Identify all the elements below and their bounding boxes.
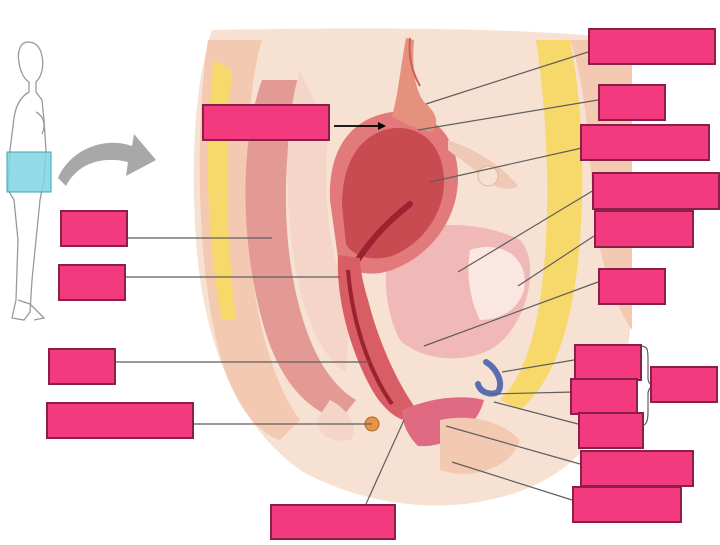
- leader-lines: [116, 51, 599, 505]
- label-box-10: [48, 348, 116, 385]
- label-box-14: [650, 366, 718, 403]
- label-box-17: [572, 486, 682, 523]
- pointer-arrowhead: [378, 122, 386, 130]
- label-box-3: [598, 84, 666, 121]
- body-silhouette-icon: [7, 41, 47, 321]
- arrow-icon: [58, 134, 156, 186]
- label-box-2: [588, 28, 716, 65]
- label-box-9: [58, 264, 126, 301]
- label-box-18: [270, 504, 396, 540]
- label-box-1: [202, 104, 330, 141]
- label-box-15: [578, 412, 644, 449]
- label-box-8: [60, 210, 128, 247]
- label-box-5: [592, 172, 720, 210]
- label-box-11: [46, 402, 194, 439]
- label-box-6: [594, 210, 694, 248]
- highlight-box: [6, 151, 52, 193]
- label-box-7: [598, 268, 666, 305]
- label-box-16: [580, 450, 694, 487]
- label-box-4: [580, 124, 710, 161]
- pelvic-section: [193, 28, 633, 506]
- label-box-13: [570, 378, 638, 415]
- label-box-12: [574, 344, 642, 381]
